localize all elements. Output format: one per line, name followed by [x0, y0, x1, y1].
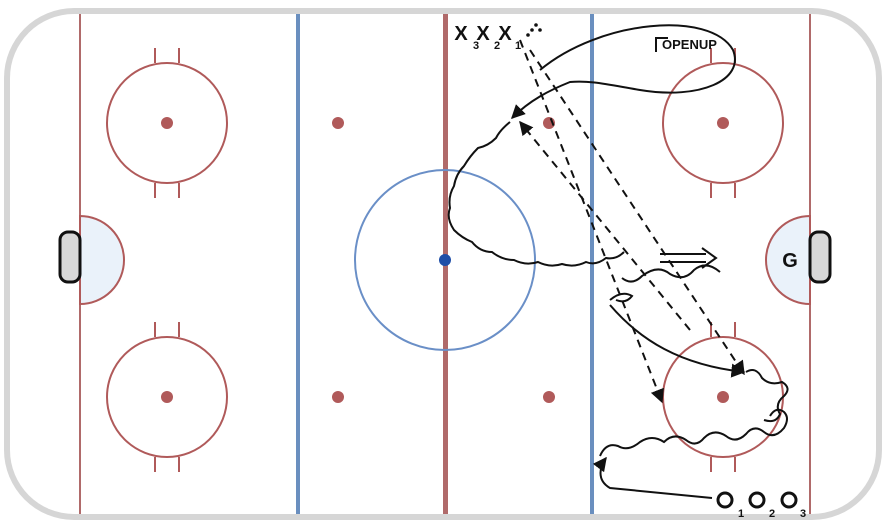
- skate-with-puck-path: [447, 121, 625, 267]
- player-x1-number: 1: [515, 40, 521, 52]
- x-players-group: X X X 3 2 1: [454, 23, 542, 52]
- o1-skate-path: [592, 456, 713, 499]
- goalie-label: G: [782, 250, 798, 272]
- player-x3-mark: X: [454, 23, 468, 45]
- player-x2-mark: X: [476, 23, 490, 45]
- net-right: [808, 230, 832, 284]
- player-x2-number: 2: [494, 40, 500, 52]
- curl-path-right: [745, 369, 789, 423]
- skate-to-circle-path: [609, 304, 746, 378]
- player-o3-mark: [780, 491, 798, 509]
- dashed-pass-3: [519, 120, 691, 331]
- dashed-pass-1: [519, 39, 664, 404]
- player-o3-number: 3: [800, 508, 806, 520]
- center-faceoff-dot: [439, 254, 451, 266]
- puck-dot: [526, 33, 530, 37]
- openup-label: OPENUP: [662, 37, 717, 52]
- player-x3-number: 3: [473, 40, 479, 52]
- o-curl-lower: [599, 408, 788, 457]
- double-arrow-right: [660, 253, 706, 263]
- openup-loop-path: [511, 24, 736, 119]
- player-o1-number: 1: [738, 508, 744, 520]
- faceoff-circle-top-left: [106, 48, 228, 198]
- neutral-dot-top-left: [332, 117, 344, 129]
- player-x1-mark: X: [498, 23, 512, 45]
- player-o2-mark: [748, 491, 766, 509]
- puck-dot: [530, 28, 534, 32]
- puck-dot: [538, 28, 542, 32]
- neutral-dot-bottom-right: [543, 391, 555, 403]
- openup-bracket: [655, 37, 668, 52]
- goal-crease-right: [765, 214, 811, 306]
- blue-line-left: [296, 14, 300, 514]
- o-players-group: 1 2 3: [716, 491, 806, 520]
- net-left: [58, 230, 82, 284]
- dashed-pass-2: [529, 49, 745, 376]
- goal-crease-left: [79, 214, 125, 306]
- curl-path-upper: [609, 264, 721, 303]
- puck-dot: [534, 23, 538, 27]
- neutral-dot-bottom-left: [332, 391, 344, 403]
- player-o2-number: 2: [769, 508, 775, 520]
- faceoff-circle-bottom-left: [106, 322, 228, 472]
- player-o1-mark: [716, 491, 734, 509]
- center-circle: [354, 169, 536, 351]
